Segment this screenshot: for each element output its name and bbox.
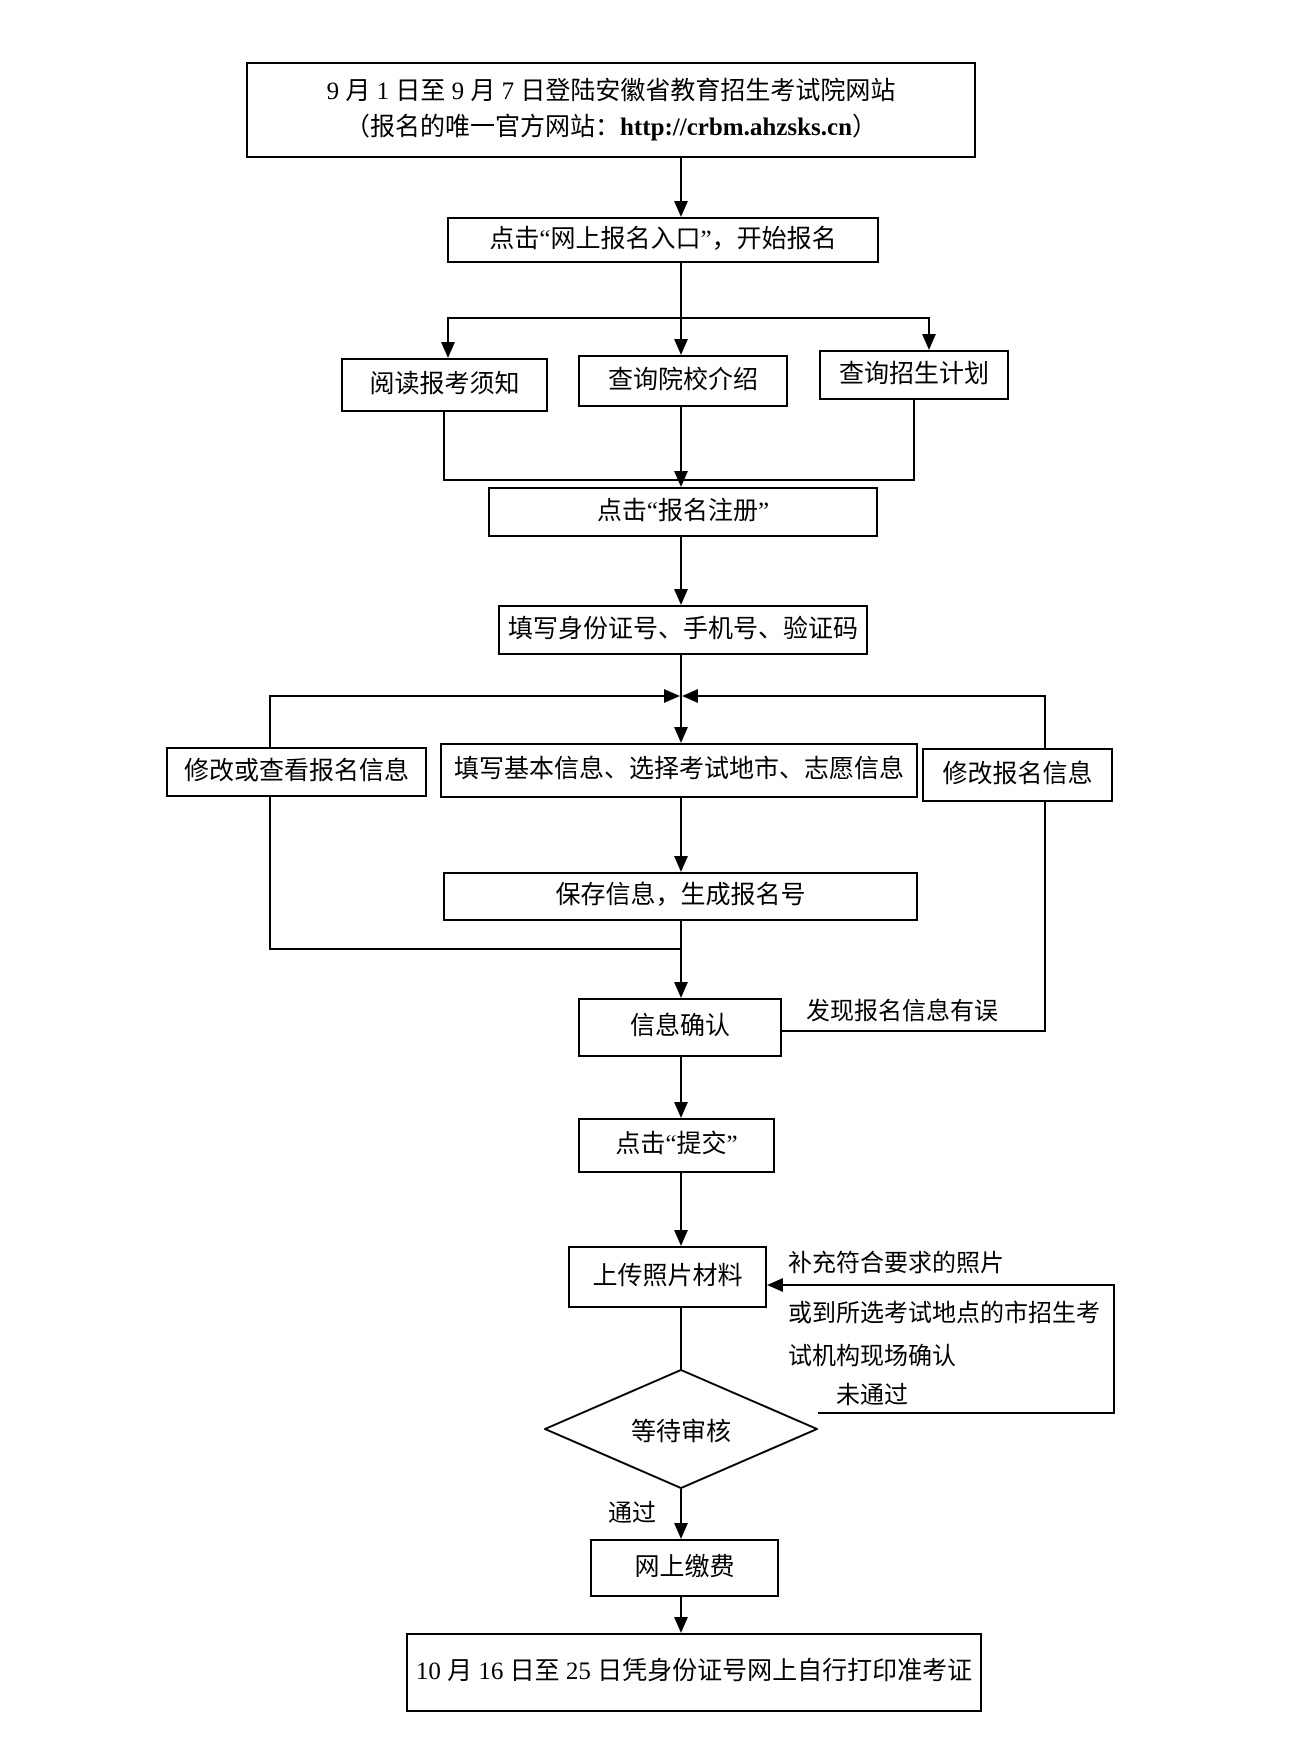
flow-line [783,1284,1115,1286]
arrowhead-down [674,982,688,998]
flow-line [269,797,271,950]
arrowhead-down [441,342,455,358]
node-save-info: 保存信息，生成报名号 [443,872,918,921]
flow-line [928,317,930,336]
arrowhead-down [674,339,688,355]
flow-line [913,400,915,481]
label-not-passed: 未通过 [836,1383,908,1409]
node-website-line2: （报名的唯一官方网站：http://crbm.ahzsks.cn） [345,110,877,146]
flow-line [680,1057,682,1104]
flow-line [680,1173,682,1232]
flow-line [698,695,1046,697]
arrowhead-down [674,1617,688,1633]
arrowhead-down [674,1102,688,1118]
node-query-plan: 查询招生计划 [819,350,1009,400]
label-supplement-3: 试机构现场确认 [788,1344,956,1370]
flow-line [680,921,682,984]
arrowhead-down [674,727,688,743]
review-diamond-shape [542,1368,820,1490]
flow-line [443,412,445,481]
flow-line [680,1308,682,1370]
node-wait-review-label: 等待审核 [630,1418,731,1446]
label-passed: 通过 [608,1501,656,1527]
node-upload-photo: 上传照片材料 [568,1246,767,1308]
flow-line [680,263,682,318]
label-supplement-1: 补充符合要求的照片 [788,1251,1004,1277]
arrowhead-left [682,689,698,703]
flow-line [680,407,682,473]
flow-line [269,695,271,748]
node-print-ticket: 10 月 16 日至 25 日凭身份证号网上自行打印准考证 [406,1633,982,1712]
node-fill-basic: 填写基本信息、选择考试地市、志愿信息 [440,743,918,798]
label-supplement-2: 或到所选考试地点的市招生考 [788,1301,1100,1327]
node-read-notice: 阅读报考须知 [341,358,548,412]
arrowhead-down [922,334,936,350]
flow-line [680,1489,682,1525]
arrowhead-down [674,1230,688,1246]
flow-line [269,948,681,950]
flow-line [680,317,682,341]
arrowhead-down [674,471,688,487]
flow-line [782,1030,1046,1032]
flow-line [270,695,666,697]
arrowhead-down [674,201,688,217]
node-fill-id: 填写身份证号、手机号、验证码 [498,605,868,655]
node-register: 点击“报名注册” [488,487,878,537]
flow-line [447,317,449,344]
flow-line [680,798,682,858]
flow-line [680,537,682,591]
arrowhead-left [767,1278,783,1292]
node-modify-info: 修改报名信息 [922,748,1113,802]
flow-line [680,1597,682,1619]
flow-line [680,158,682,203]
node-wait-review: 等待审核 [542,1368,820,1490]
flow-line [680,655,682,729]
node-click-entry: 点击“网上报名入口”，开始报名 [447,217,879,263]
node-pay-online: 网上缴费 [590,1539,779,1597]
node-website-line1: 9 月 1 日至 9 月 7 日登陆安徽省教育招生考试院网站 [326,77,896,105]
flow-line [1044,802,1046,1032]
arrowhead-down [674,856,688,872]
label-error-found: 发现报名信息有误 [806,999,998,1025]
node-website: 9 月 1 日至 9 月 7 日登陆安徽省教育招生考试院网站 （报名的唯一官方网… [246,62,976,158]
node-website-url-prefix: （报名的唯一官方网站： [345,114,621,141]
arrowhead-down [674,1523,688,1539]
flow-line [448,317,930,319]
node-submit: 点击“提交” [578,1118,775,1173]
node-modify-or-view: 修改或查看报名信息 [166,747,427,797]
flow-line [818,1412,1115,1414]
arrowhead-down [674,589,688,605]
flow-line [1044,695,1046,749]
node-website-url-suffix: ） [851,114,877,141]
node-query-college: 查询院校介绍 [578,355,788,407]
arrowhead-right [664,689,680,703]
node-confirm-info: 信息确认 [578,998,782,1057]
node-website-url: http://crbm.ahzsks.cn [620,114,852,141]
flow-line [1113,1284,1115,1414]
